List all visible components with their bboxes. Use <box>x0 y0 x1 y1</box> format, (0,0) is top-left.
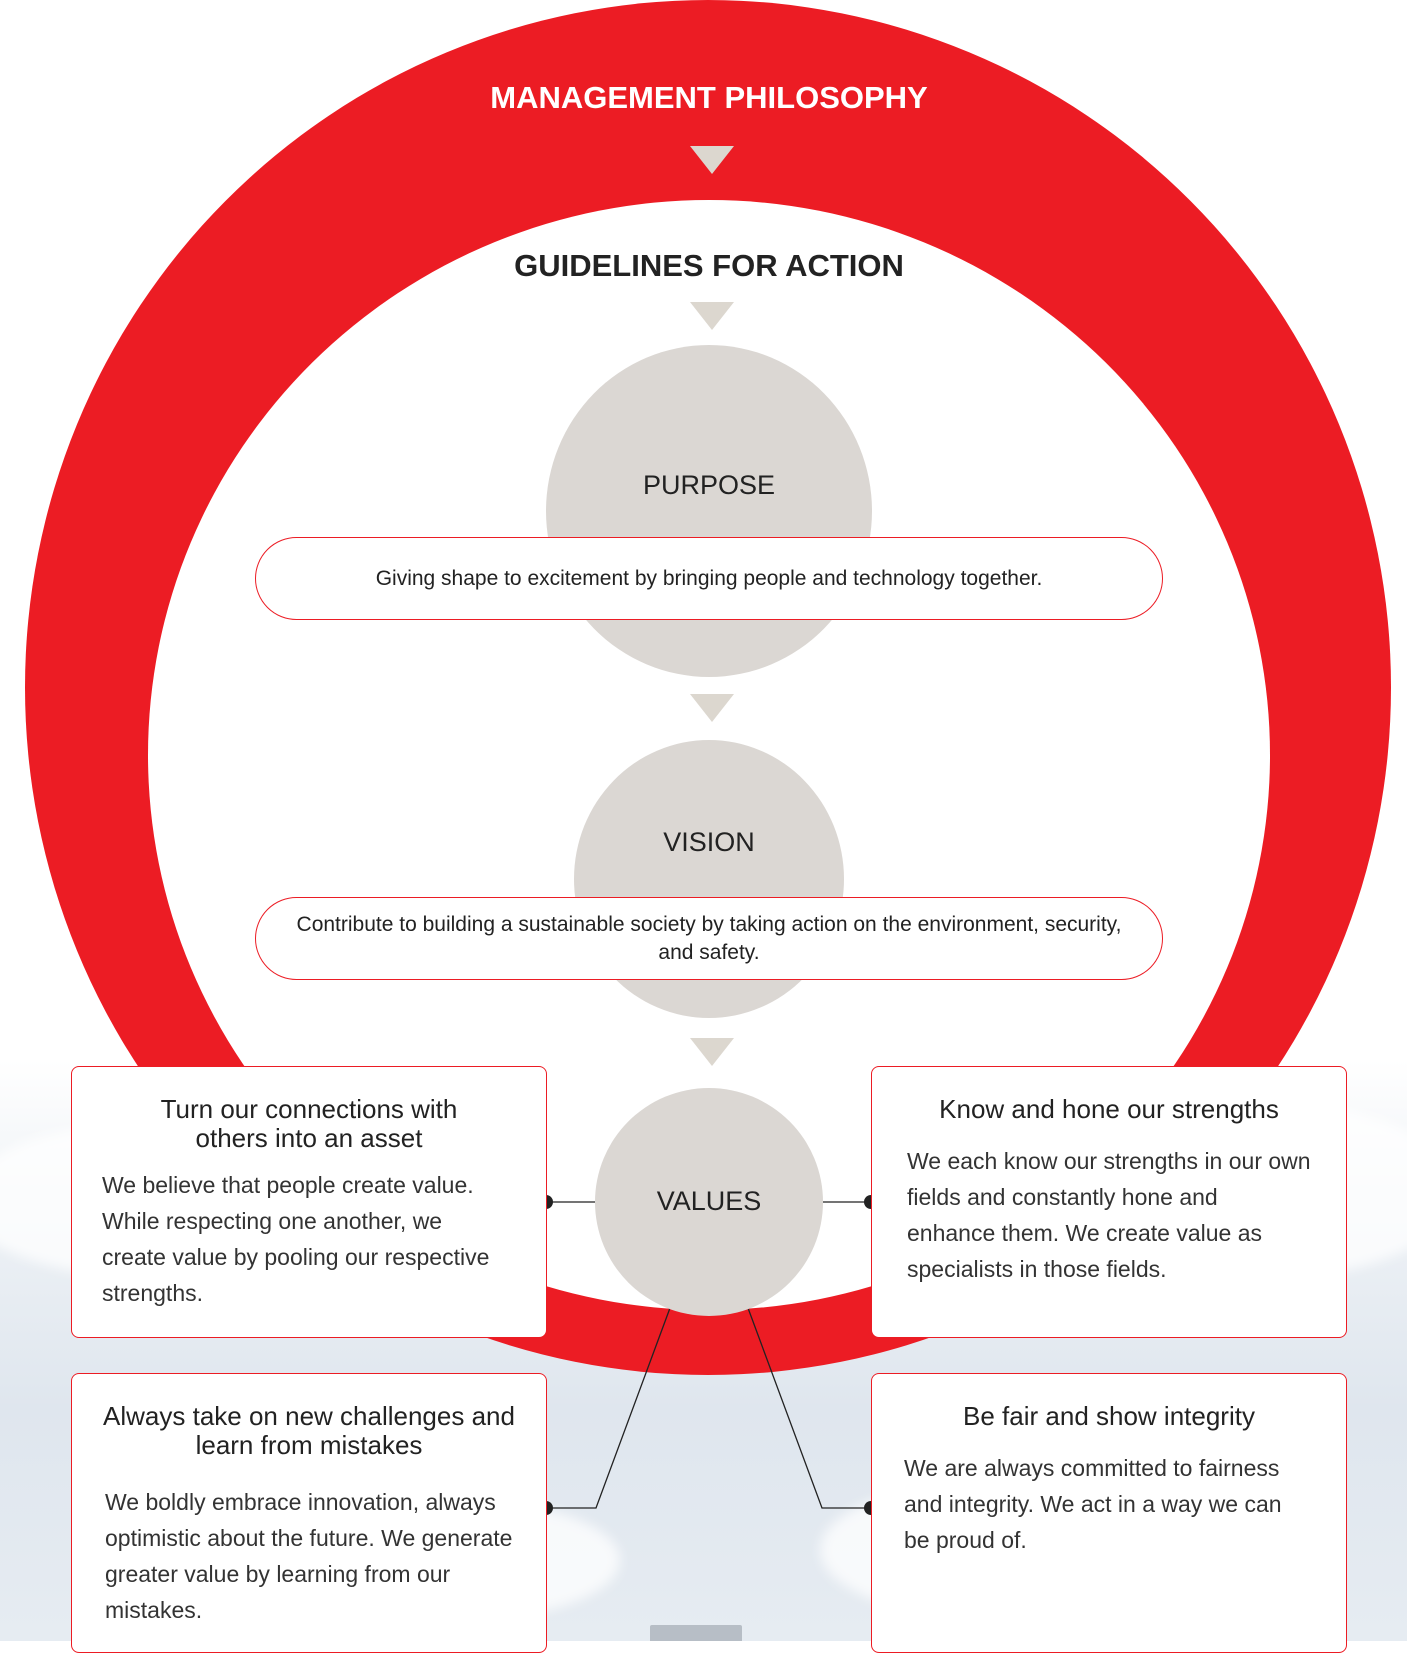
value-card-body: We each know our strengths in our own fi… <box>907 1148 1311 1282</box>
purpose-circle <box>546 345 872 677</box>
arrow-down-icon <box>690 146 734 174</box>
value-card-integrity: Be fair and show integrity We are always… <box>871 1373 1347 1653</box>
management-philosophy-label: MANAGEMENT PHILOSOPHY <box>490 80 928 115</box>
value-card-body: We believe that people create value. Whi… <box>102 1172 490 1306</box>
value-card-challenges: Always take on new challenges and learn … <box>71 1373 547 1653</box>
connector-line <box>747 1307 871 1509</box>
values-circle <box>595 1088 823 1316</box>
vision-label: VISION <box>663 827 755 857</box>
value-card-title: Be fair and show integrity <box>963 1401 1255 1431</box>
value-card-title: Know and hone our strengths <box>939 1094 1279 1124</box>
purpose-label: PURPOSE <box>642 470 776 500</box>
value-card-body: We boldly embrace innovation, always opt… <box>105 1489 513 1623</box>
connector-line <box>546 1307 671 1509</box>
guidelines-for-action-label: GUIDELINES FOR ACTION <box>514 248 904 283</box>
arrow-down-icon <box>690 694 734 722</box>
value-card-connections: Turn our connections with others into an… <box>71 1066 547 1338</box>
building-silhouette <box>650 1625 742 1641</box>
arrow-down-icon <box>690 302 734 330</box>
value-card-title: Always take on new challenges and learn … <box>103 1401 515 1460</box>
purpose-statement: Giving shape to excitement by bringing p… <box>255 537 1163 620</box>
value-card-body: We are always committed to fairness and … <box>904 1455 1282 1553</box>
arrow-down-icon <box>690 1038 734 1066</box>
value-card-strengths: Know and hone our strengths We each know… <box>871 1066 1347 1338</box>
values-label: VALUES <box>656 1186 762 1216</box>
vision-statement: Contribute to building a sustainable soc… <box>255 897 1163 980</box>
value-card-title: Turn our connections with others into an… <box>160 1094 458 1153</box>
